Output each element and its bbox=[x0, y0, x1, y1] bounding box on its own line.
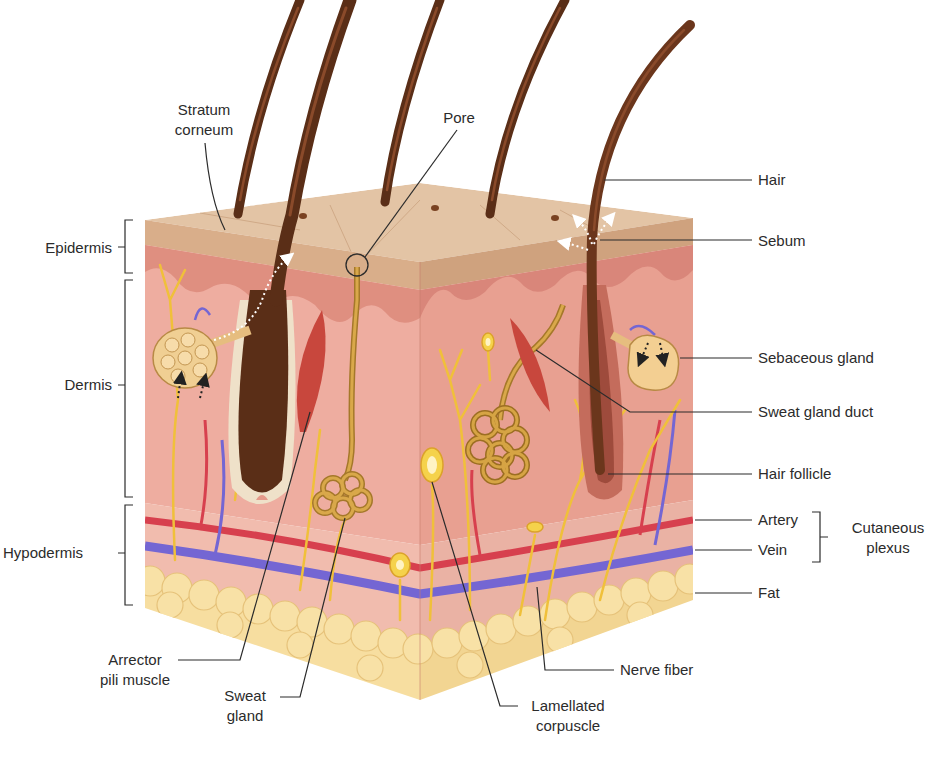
part-label: Arrector pili muscle bbox=[98, 650, 173, 691]
part-label: Vein bbox=[758, 540, 787, 560]
part-label: Artery bbox=[758, 510, 798, 530]
group-label: Cutaneous plexus bbox=[843, 518, 933, 559]
layer-label: Epidermis bbox=[45, 238, 112, 258]
layer-label: Dermis bbox=[65, 375, 113, 395]
layer-label: Hypodermis bbox=[3, 543, 83, 563]
part-label: Sebaceous gland bbox=[758, 348, 874, 368]
part-label: Sweat gland bbox=[215, 686, 275, 727]
part-label: Fat bbox=[758, 583, 780, 603]
part-label: Hair bbox=[758, 170, 786, 190]
part-label: Sebum bbox=[758, 231, 806, 251]
part-label: Hair follicle bbox=[758, 464, 831, 484]
part-label: Sweat gland duct bbox=[758, 402, 873, 422]
part-label: Stratum corneum bbox=[167, 100, 242, 141]
part-label: Lamellated corpuscle bbox=[523, 696, 613, 737]
part-label: Nerve fiber bbox=[620, 660, 693, 680]
part-label: Pore bbox=[443, 108, 475, 128]
